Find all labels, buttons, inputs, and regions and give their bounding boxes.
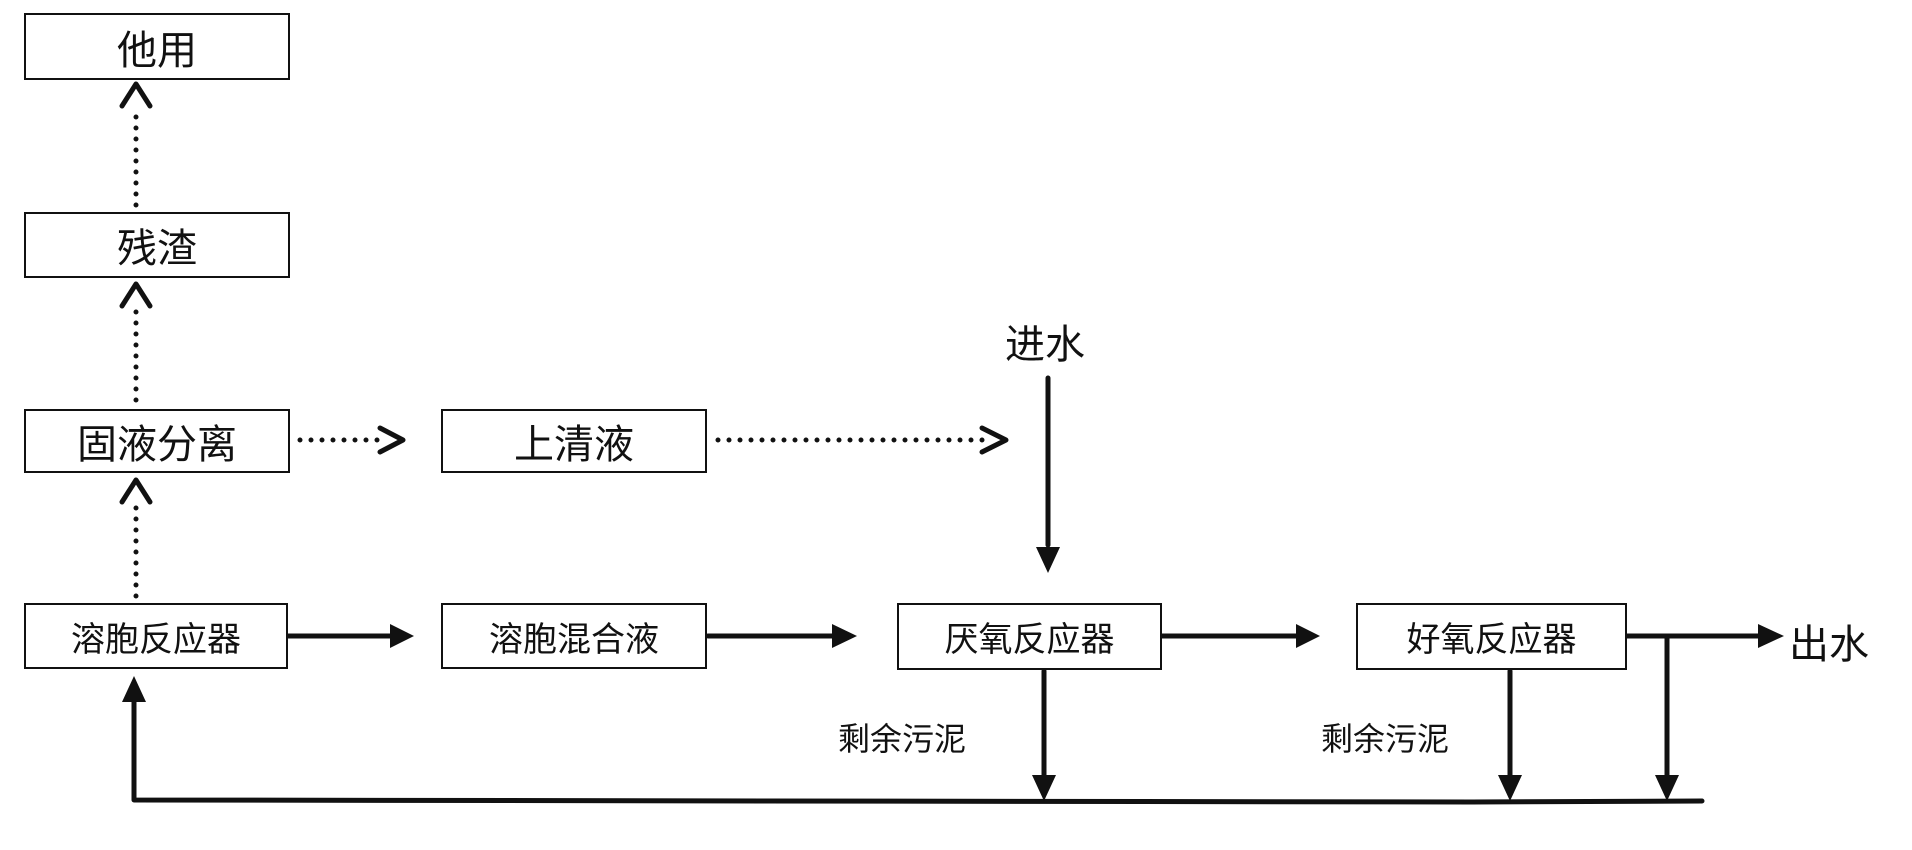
arrowhead-effluent-branch	[1655, 775, 1679, 801]
influent-label: 进水	[1005, 322, 1085, 368]
dotted-arrow-separation-to-residue	[119, 281, 153, 403]
arrowhead-return-to-lysis	[122, 676, 146, 702]
return-line	[131, 697, 1705, 805]
excess-sludge-label-anaerobic: 剩余污泥	[838, 720, 967, 758]
arrowhead-to-effluent	[1758, 624, 1784, 648]
lysis-reactor-label: 溶胞反应器	[71, 619, 241, 660]
arrowhead-aerobic-sludge	[1498, 775, 1522, 801]
aerobic-reactor-label: 好氧反应器	[1406, 620, 1577, 660]
solid-liquid-separation-label: 固液分离	[77, 422, 237, 468]
dotted-arrow-supernatant-to-influent	[715, 425, 1009, 455]
anaerobic-reactor-box: 厌氧反应器	[897, 603, 1162, 670]
residue-box: 残渣	[24, 212, 290, 278]
anaerobic-reactor-label: 厌氧反应器	[944, 620, 1115, 660]
arrowhead-anaerobic-to-aerobic	[1296, 624, 1320, 648]
aerobic-reactor-box: 好氧反应器	[1356, 603, 1627, 670]
arrowhead-anaerobic-sludge	[1032, 775, 1056, 801]
other-use-label: 他用	[117, 27, 197, 74]
dotted-arrow-lysis-to-separation	[119, 477, 153, 599]
lysis-mixture-label: 溶胞混合液	[489, 619, 659, 660]
other-use-box: 他用	[24, 13, 290, 80]
arrowhead-lysis-to-mixture	[390, 624, 414, 648]
excess-sludge-label-aerobic: 剩余污泥	[1321, 720, 1450, 758]
residue-label: 残渣	[117, 226, 197, 272]
arrowhead-influent	[1036, 547, 1060, 573]
lysis-reactor-box: 溶胞反应器	[24, 603, 288, 669]
supernatant-box: 上清液	[441, 409, 707, 473]
solid-liquid-separation-box: 固液分离	[24, 409, 290, 473]
dotted-arrow-separation-to-supernatant	[297, 425, 406, 455]
supernatant-label: 上清液	[514, 422, 634, 468]
effluent-label: 出水	[1789, 622, 1869, 668]
arrowhead-mixture-to-anaerobic	[832, 624, 857, 648]
lysis-mixture-box: 溶胞混合液	[441, 603, 707, 669]
dotted-arrow-residue-to-other-use	[119, 81, 153, 208]
